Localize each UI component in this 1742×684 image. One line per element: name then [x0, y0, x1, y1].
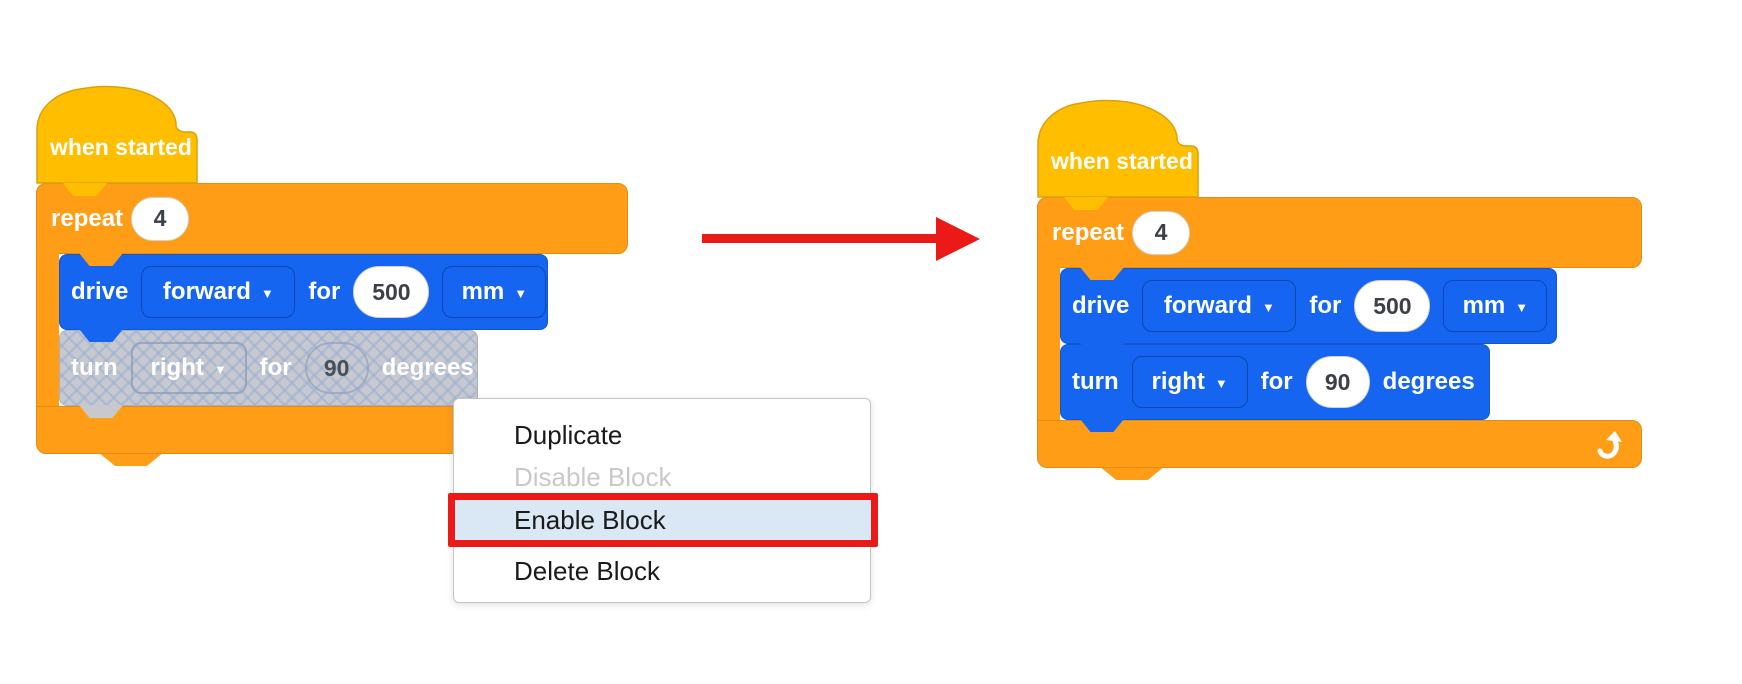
turn-angle-input[interactable]: 90	[1305, 356, 1370, 408]
drive-direction-dropdown[interactable]: forward ▼	[141, 266, 296, 318]
drive-direction-dropdown[interactable]: forward ▼	[1142, 280, 1297, 332]
block-connector-tab	[79, 405, 123, 418]
drive-distance-input[interactable]: 500	[353, 266, 430, 318]
turn-unit-label: degrees	[381, 354, 474, 381]
menu-item-duplicate[interactable]: Duplicate	[514, 420, 623, 450]
menu-item-delete-block[interactable]: Delete Block	[514, 556, 660, 586]
block-connector-tab	[79, 253, 123, 266]
dropdown-caret-icon: ▼	[1214, 375, 1228, 391]
turn-block-disabled[interactable]: turn right ▼ for 90 degrees	[59, 330, 478, 406]
dropdown-caret-icon: ▼	[1261, 299, 1275, 315]
hat-connector-tab	[63, 183, 107, 196]
drive-unit-value: mm	[461, 278, 505, 305]
menu-item-disable-block: Disable Block	[514, 462, 672, 492]
dropdown-caret-icon: ▼	[1515, 299, 1529, 315]
turn-verb-label: turn	[71, 354, 118, 381]
drive-for-label: for	[1309, 292, 1342, 319]
repeat-block-foot[interactable]	[1037, 420, 1642, 468]
turn-angle-input[interactable]: 90	[304, 342, 369, 394]
repeat-label: repeat	[51, 204, 124, 232]
repeat-count-input[interactable]: 4	[131, 196, 190, 241]
when-started-hat-block[interactable]: when started	[1035, 99, 1201, 198]
hat-label: when started	[50, 134, 192, 160]
repeat-block-spine	[36, 253, 59, 407]
drive-verb-label: drive	[1072, 292, 1130, 319]
dropdown-caret-icon: ▼	[514, 285, 528, 301]
drive-for-label: for	[308, 278, 341, 305]
hat-label: when started	[1051, 148, 1193, 174]
stack-bottom-tab	[1099, 466, 1165, 480]
turn-direction-value: right	[150, 354, 204, 381]
block-context-menu: Duplicate Disable Block Enable Block Del…	[448, 398, 878, 603]
turn-for-label: for	[259, 354, 292, 381]
transition-arrow-head	[936, 217, 980, 261]
dropdown-caret-icon: ▼	[213, 361, 227, 377]
loop-repeat-arrow-icon	[1595, 430, 1629, 465]
menu-item-enable-block[interactable]: Enable Block	[514, 505, 666, 535]
turn-for-label: for	[1260, 368, 1293, 395]
turn-block[interactable]: turn right ▼ for 90 degrees	[1060, 344, 1490, 420]
drive-unit-dropdown[interactable]: mm ▼	[442, 266, 547, 318]
turn-direction-dropdown[interactable]: right ▼	[1131, 356, 1248, 408]
block-connector-tab	[79, 329, 123, 342]
block-connector-tab	[1080, 343, 1124, 356]
turn-direction-value: right	[1151, 368, 1205, 395]
repeat-block[interactable]: repeat 4	[36, 183, 628, 254]
drive-unit-value: mm	[1462, 292, 1506, 319]
when-started-hat-block[interactable]: when started	[34, 85, 200, 184]
hat-connector-tab	[1064, 197, 1108, 210]
drive-direction-value: forward	[1163, 292, 1252, 319]
stack-bottom-tab	[98, 452, 164, 466]
repeat-block-spine	[1037, 267, 1060, 421]
repeat-label: repeat	[1052, 218, 1125, 246]
drive-unit-dropdown[interactable]: mm ▼	[1443, 280, 1548, 332]
block-connector-tab	[1080, 267, 1124, 280]
drive-verb-label: drive	[71, 278, 129, 305]
turn-unit-label: degrees	[1382, 368, 1475, 395]
drive-block[interactable]: drive forward ▼ for 500 mm ▼	[59, 254, 548, 330]
turn-direction-dropdown[interactable]: right ▼	[130, 342, 247, 394]
transition-arrow-shaft	[702, 234, 939, 243]
turn-verb-label: turn	[1072, 368, 1119, 395]
dropdown-caret-icon: ▼	[260, 285, 274, 301]
repeat-count-input[interactable]: 4	[1132, 210, 1191, 255]
drive-direction-value: forward	[162, 278, 251, 305]
drive-distance-input[interactable]: 500	[1354, 280, 1431, 332]
block-connector-tab	[1080, 419, 1124, 432]
drive-block[interactable]: drive forward ▼ for 500 mm ▼	[1060, 268, 1557, 344]
repeat-block[interactable]: repeat 4	[1037, 197, 1642, 268]
menu-item-enable-block-highlight[interactable]: Enable Block	[448, 493, 878, 547]
